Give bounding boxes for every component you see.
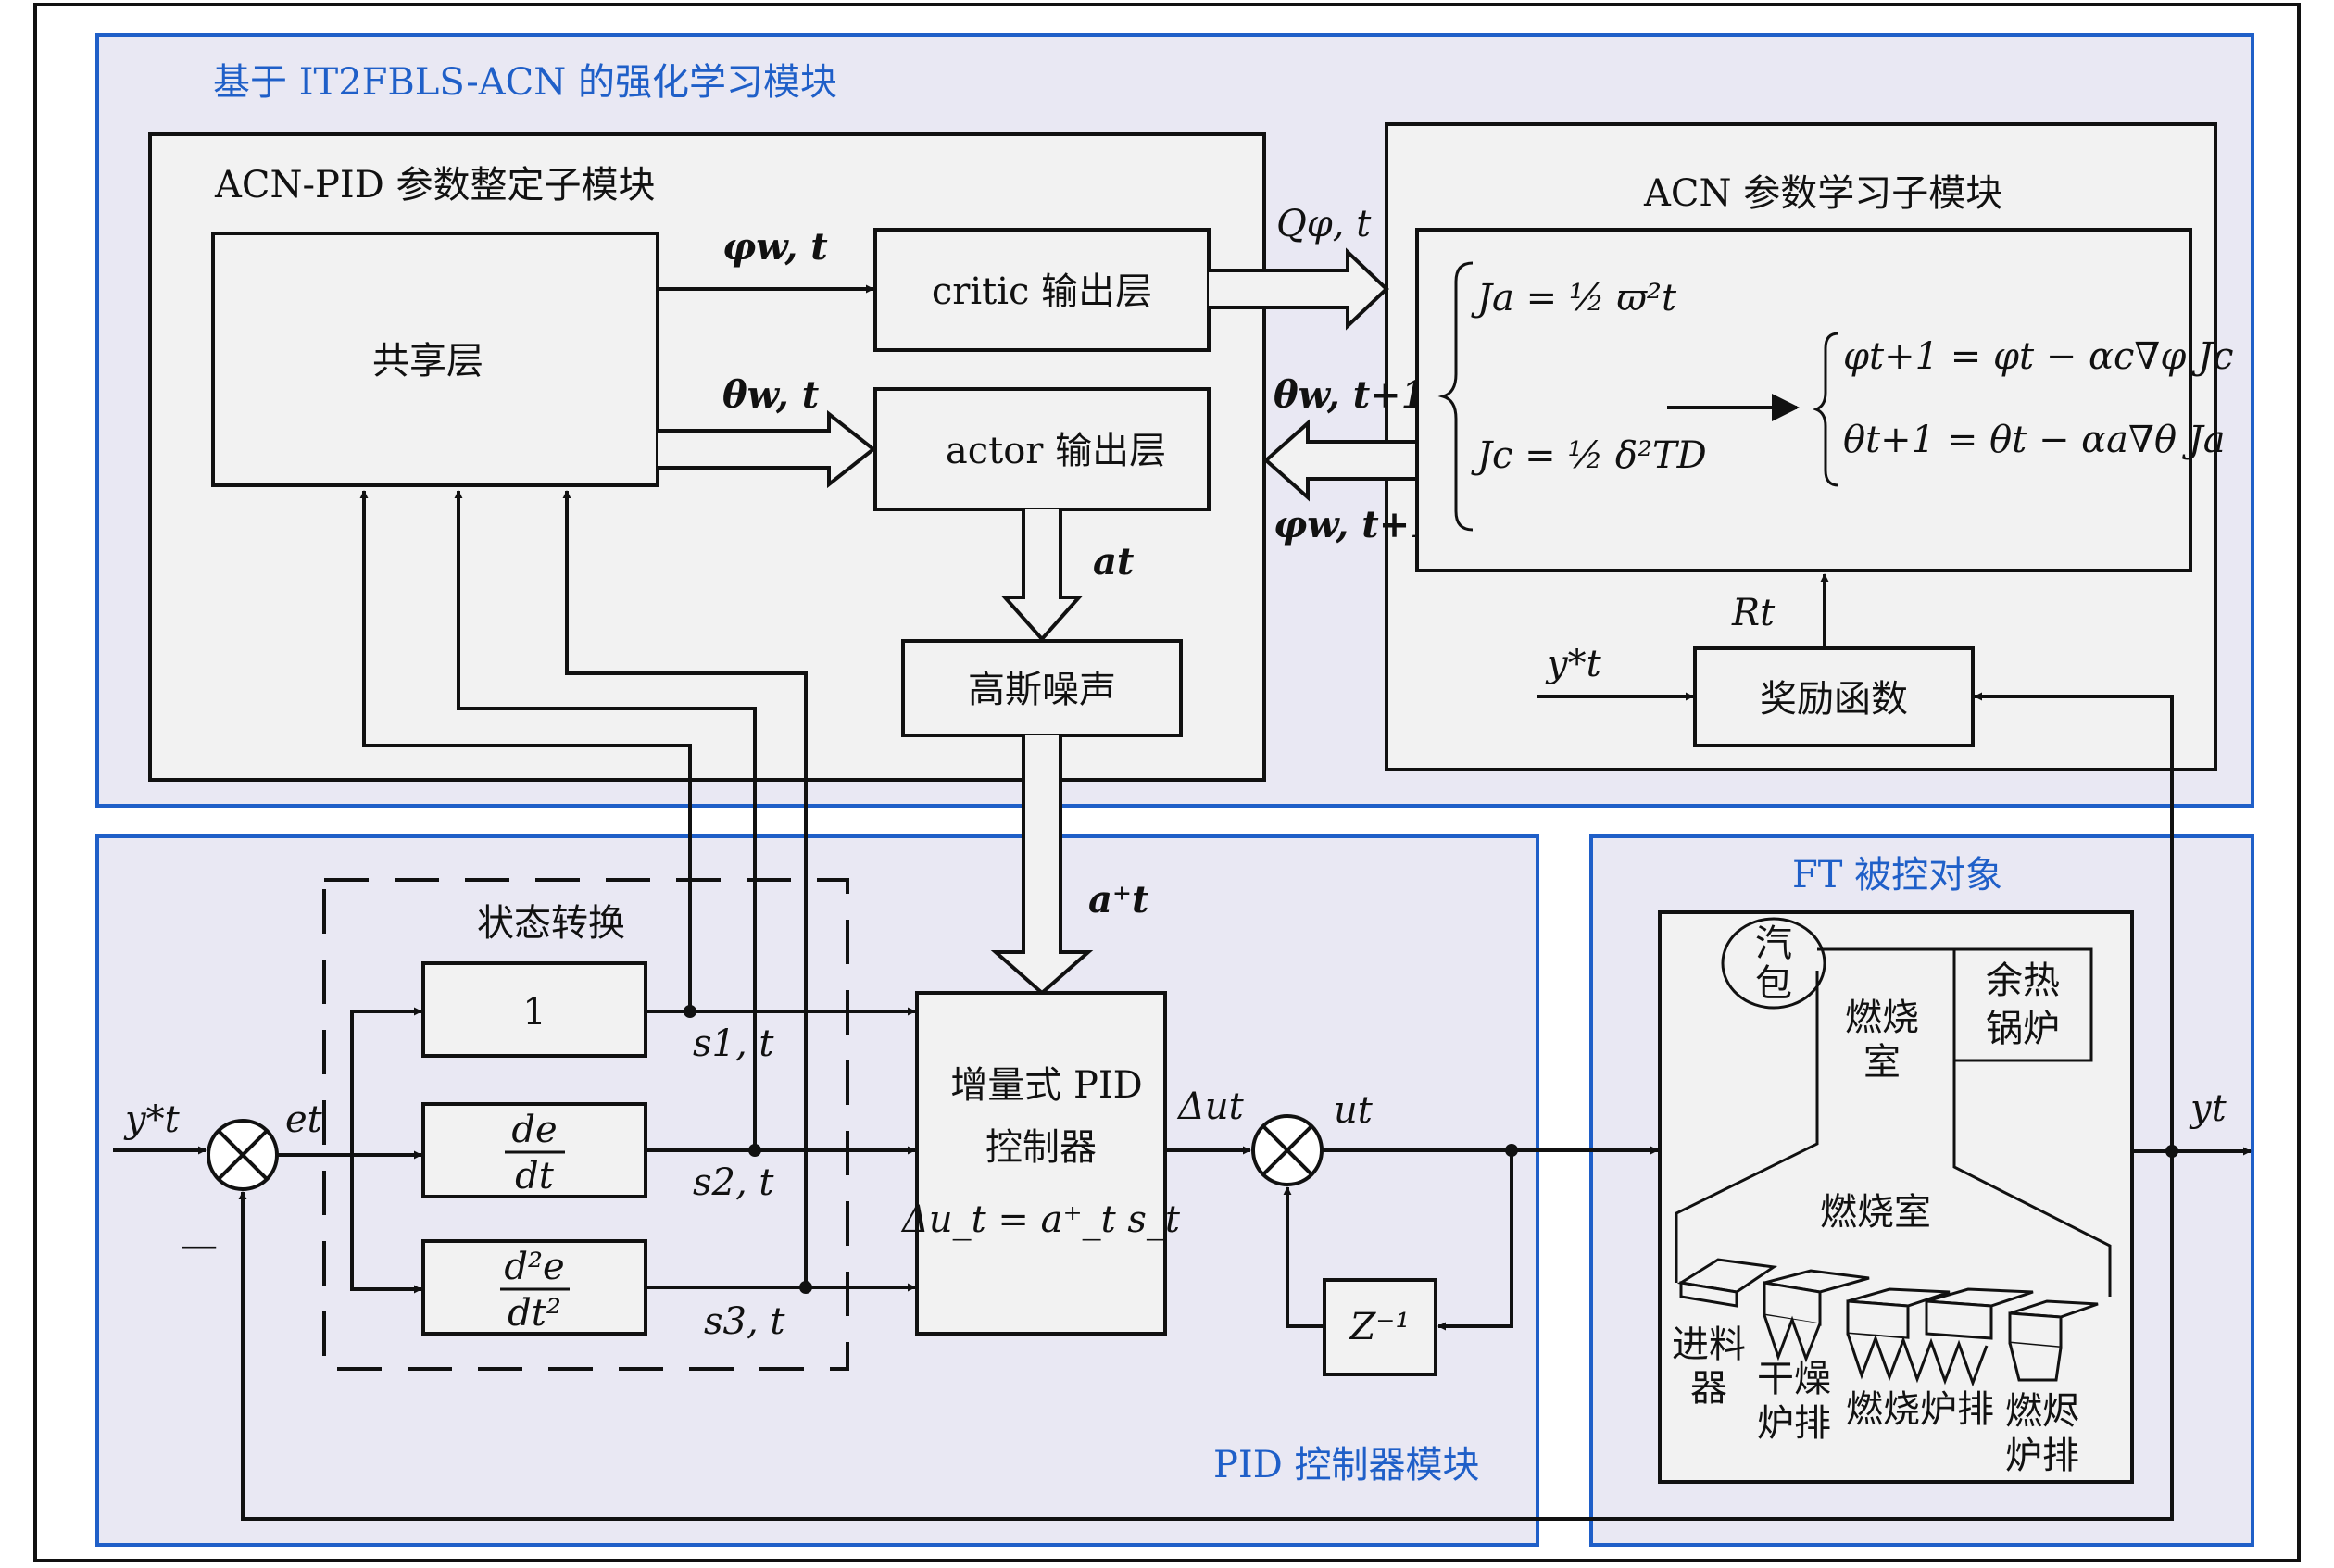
derivative-den: dt [515,1155,555,1198]
pid-module-title: PID 控制器模块 [1213,1444,1480,1486]
burn-grate-label: 燃烧炉排 [1846,1388,1994,1431]
u-label: ut [1334,1089,1374,1132]
drum [1721,917,1826,1010]
drum-label-2: 包 [1755,962,1792,1005]
phi-update-equation: φt+1 = φt − αc∇φ Jc [1843,335,2234,378]
pid-label-2: 控制器 [985,1126,1097,1169]
theta-w-label: θw, t [722,373,820,417]
dry-grate-label-2: 炉排 [1757,1402,1831,1445]
gaussian-noise [901,639,1183,737]
phi-next-label: φw, t+1 [1274,503,1436,546]
state-transform-box [322,878,849,1371]
state-transform-label: 状态转换 [477,902,625,945]
gaussian-noise-label: 高斯噪声 [968,669,1116,711]
tuning-submodule-title: ACN-PID 参数整定子模块 [214,164,656,207]
jc-equation: Jc = ½ δ²TD [1471,434,1707,477]
y-star-label: y*t [123,1098,181,1141]
reward-function [1693,646,1975,747]
shared-layer-label: 共享层 [372,340,483,383]
derivative-block [421,1102,647,1198]
theta-update-equation: θt+1 = θt − αa∇θ Ja [1843,419,2226,461]
reward-function-label: 奖励函数 [1760,678,1908,721]
critic-layer [873,228,1211,352]
equation-box [1415,228,2192,572]
burnout-grate-label-2: 炉排 [2005,1435,2079,1477]
y-label: yt [2189,1087,2227,1130]
second-derivative-num: d²e [504,1246,564,1288]
ft-module-title: FT 被控对象 [1792,854,2002,897]
gain-one-label: 1 [522,991,546,1034]
incremental-pid [915,991,1167,1336]
dry-grate-label-1: 干燥 [1757,1358,1831,1400]
waste-heat-label-1: 余热 [1986,960,2060,1002]
rl-module-title: 基于 IT2FBLS-ACN 的强化学习模块 [213,61,837,104]
grate-drawing [1676,1258,2099,1387]
minus-sign: — [181,1224,218,1267]
param-update-arrow [1262,419,1417,502]
pid-module [95,834,1539,1547]
critic-layer-label: critic 输出层 [932,270,1152,313]
learning-submodule-title: ACN 参数学习子模块 [1643,172,2002,215]
second-derivative-block [421,1239,647,1336]
derivative-num: de [511,1109,557,1151]
actor-layer-label: actor 输出层 [946,430,1166,472]
second-derivative-den: dt² [508,1292,561,1335]
gain-one-block [421,961,647,1058]
comb-room-label-1: 燃烧 [1845,997,1919,1039]
comb-room-label-2: 室 [1863,1041,1901,1084]
pid-label-1: 增量式 PID [950,1064,1143,1107]
y-star-top-label: y*t [1545,643,1602,685]
pid-equation: Δu_t = a⁺_t s_t [900,1198,1181,1241]
s1-label: s1, t [693,1022,774,1065]
theta-w-arrow [658,409,877,489]
waste-heat-boiler [1952,947,2093,1062]
e-t-label: et [285,1098,323,1141]
feeder-label-1: 进料 [1672,1323,1746,1366]
delay-block [1323,1278,1437,1376]
s2-label: s2, t [693,1161,774,1204]
shared-layer [211,232,659,487]
delay-label: Z⁻¹ [1349,1306,1411,1348]
a-plus-label: a⁺t [1088,878,1149,922]
drum-label-1: 汽 [1755,922,1792,965]
r-t-label: Rt [1731,592,1776,634]
feeder-label-2: 器 [1690,1367,1727,1410]
waste-heat-label-2: 锅炉 [1986,1008,2060,1050]
du-label: Δut [1176,1085,1245,1128]
s3-label: s3, t [704,1300,785,1343]
ja-equation: Ja = ½ ϖ²t [1471,277,1677,320]
theta-next-label: θw, t+1 [1274,373,1427,417]
a-t-label: at [1093,540,1135,583]
comb-room-main-label: 燃烧室 [1820,1191,1931,1234]
q-label: Qφ, t [1276,203,1372,245]
phi-w-label: φw, t [722,225,828,269]
burnout-grate-label-1: 燃烬 [2005,1390,2079,1433]
q-arrow [1209,247,1389,331]
